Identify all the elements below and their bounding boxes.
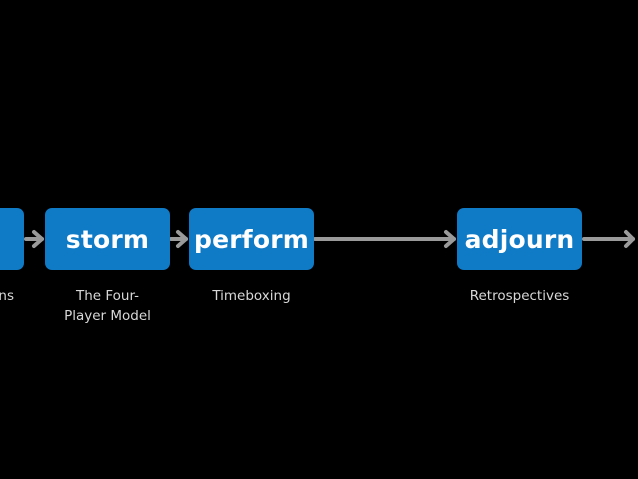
stage-box-storm: storm [45, 208, 170, 270]
arrowhead-icon [444, 230, 456, 248]
stage-label: adjourn [464, 224, 575, 254]
stage-caption-perform: Timeboxing [212, 288, 291, 304]
stage-caption-partial: ns [0, 288, 14, 304]
arrowhead-icon [176, 230, 188, 248]
arrowhead-icon [32, 230, 44, 248]
stage-caption-storm: The Four- Player Model [64, 288, 151, 324]
stage-caption-adjourn: Retrospectives [469, 288, 570, 304]
stage-box-adjourn: adjourn [457, 208, 582, 270]
stage-box-perform: perform [189, 208, 314, 270]
stage-label: perform [193, 224, 309, 254]
arrowhead-icon [624, 230, 635, 248]
stage-box-partial [0, 208, 24, 270]
stage-label: storm [65, 224, 150, 254]
